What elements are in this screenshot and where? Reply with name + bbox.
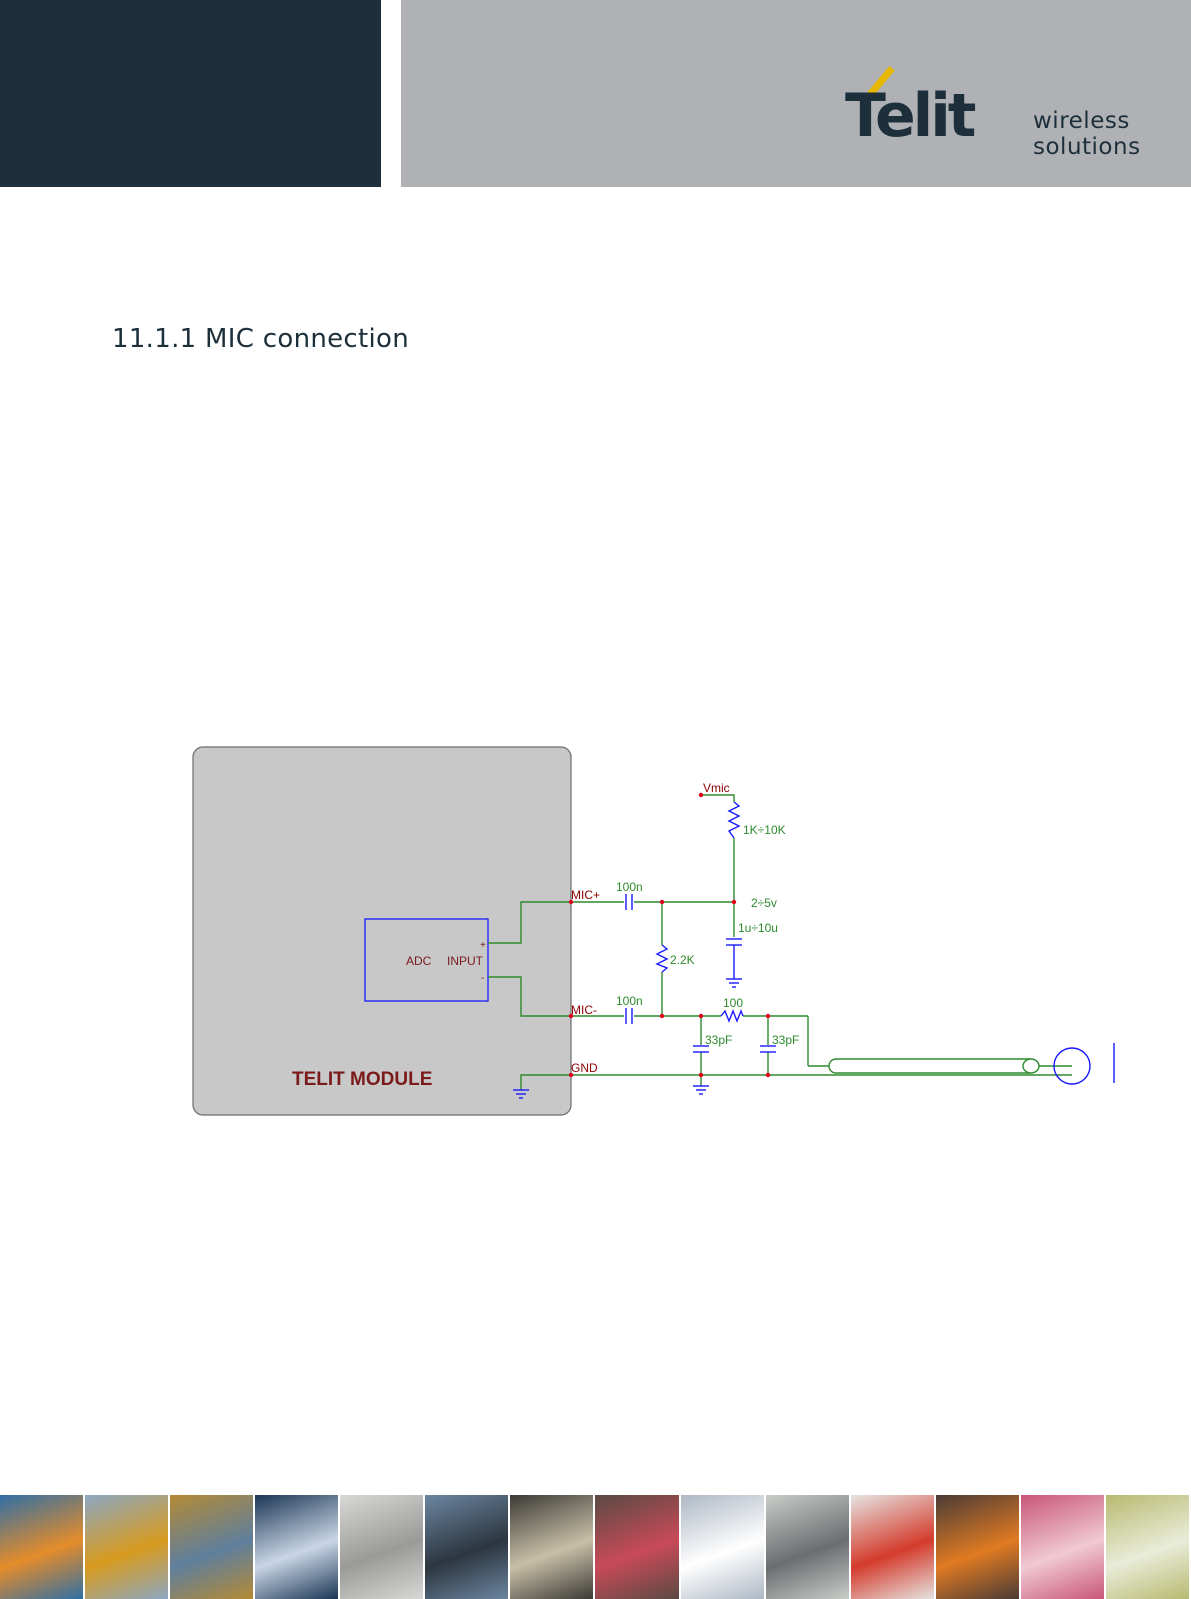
pin-gnd: GND (571, 1061, 598, 1075)
cfilter-label: 1u÷10u (738, 921, 778, 935)
tile-card (510, 1495, 595, 1599)
tile-camera (1106, 1495, 1191, 1599)
junction-r22-bottom (660, 1014, 664, 1018)
telit-module-body (193, 747, 571, 1115)
tile-containers (170, 1495, 255, 1599)
vmic-label: Vmic (703, 781, 730, 795)
module-label: TELIT MODULE (292, 1069, 432, 1090)
pin-mic-plus: MIC+ (571, 888, 600, 902)
wire-vmic (701, 795, 734, 802)
tile-traffic (0, 1495, 85, 1599)
tile-cyclist (425, 1495, 510, 1599)
junction-c2-gnd (766, 1073, 770, 1077)
cshunt1-label: 33pF (705, 1033, 732, 1047)
resistor-bias (729, 802, 739, 838)
junction-bias (732, 900, 736, 904)
input-label: INPUT (447, 954, 484, 968)
bias-voltage-label: 2÷5v (751, 896, 777, 910)
junction-c2-top (766, 1014, 770, 1018)
cable-end-right (1023, 1059, 1039, 1073)
tile-led-clock (255, 1495, 340, 1599)
junction-r22-top (660, 900, 664, 904)
cbottom-label: 100n (616, 994, 643, 1008)
components (513, 802, 1114, 1098)
ground-symbol-filter (726, 979, 742, 987)
junctions (569, 793, 770, 1077)
adc-label: ADC (406, 954, 432, 968)
tile-train (936, 1495, 1021, 1599)
minus-sign: - (481, 973, 484, 984)
resistor-series (721, 1011, 743, 1021)
pin-mic-minus: MIC- (571, 1003, 597, 1017)
tile-magazines (1021, 1495, 1106, 1599)
tile-laser (851, 1495, 936, 1599)
cshunt2-label: 33pF (772, 1033, 799, 1047)
tile-sos-phone (85, 1495, 170, 1599)
junction-c1-top (699, 1014, 703, 1018)
footer-photo-strip (0, 1495, 1191, 1599)
cable-end-left (829, 1059, 836, 1073)
junction-c1-gnd (699, 1073, 703, 1077)
tile-vending (595, 1495, 680, 1599)
ctop-label: 100n (616, 880, 643, 894)
r22-label: 2.2K (670, 953, 695, 967)
plus-sign: + (480, 940, 486, 951)
tile-wind-turbines (681, 1495, 766, 1599)
tile-keyboard (340, 1495, 425, 1599)
rseries-label: 100 (723, 996, 743, 1010)
ground-symbol-shunt (693, 1086, 709, 1094)
shielded-cable (836, 1059, 1030, 1073)
tile-meters (766, 1495, 851, 1599)
resistor-2k2 (657, 945, 667, 972)
rbias-label: 1K÷10K (743, 823, 786, 837)
